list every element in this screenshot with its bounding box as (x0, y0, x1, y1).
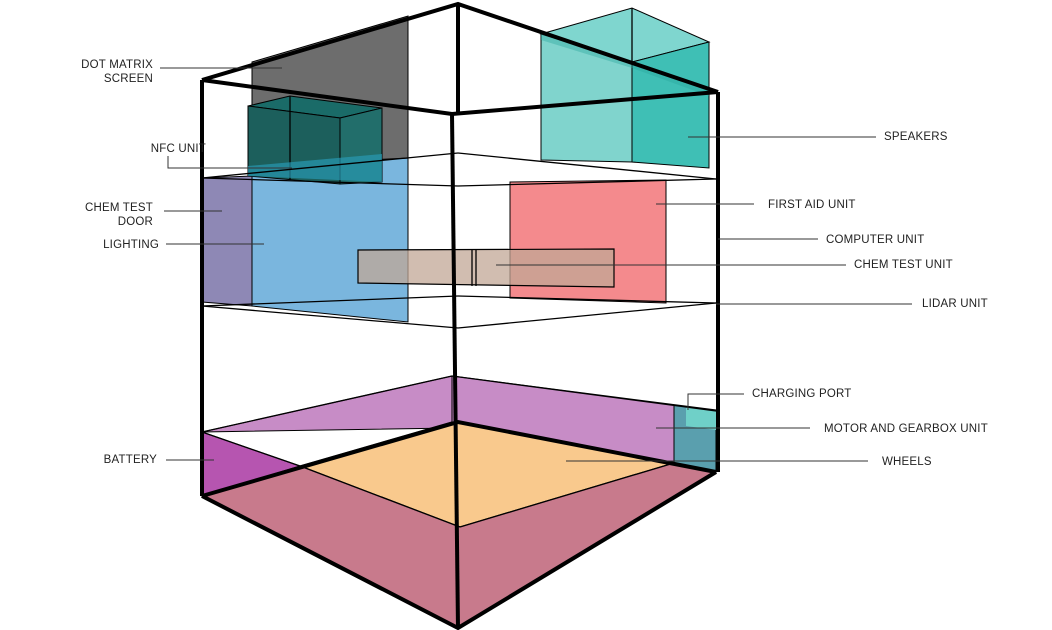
base-left-face (202, 466, 460, 628)
speakers-frame-band (541, 34, 709, 96)
label-charging-port: CHARGING PORT (752, 388, 852, 400)
charging-port-face (686, 407, 716, 430)
leader-nfc (167, 156, 292, 169)
label-computer-unit: COMPUTER UNIT (826, 234, 924, 246)
label-speakers: SPEAKERS (884, 131, 948, 143)
label-chem-test-unit: CHEM TEST UNIT (854, 259, 953, 271)
leader-charging (687, 393, 744, 410)
nfc-unit-lower-band (248, 154, 382, 182)
speakers-side (631, 41, 710, 169)
label-nfc-unit: NFC UNIT (151, 143, 206, 155)
label-motor-and-gearbox-unit: MOTOR AND GEARBOX UNIT (824, 423, 988, 435)
label-first-aid-unit: FIRST AID UNIT (768, 199, 856, 211)
chem-test-unit-tray (357, 248, 615, 288)
chem-test-door-panel (201, 175, 253, 307)
label-wheels: WHEELS (882, 456, 932, 468)
label-lidar-unit: LIDAR UNIT (922, 298, 988, 310)
label-lighting: LIGHTING (103, 239, 159, 251)
label-battery: BATTERY (104, 454, 158, 466)
